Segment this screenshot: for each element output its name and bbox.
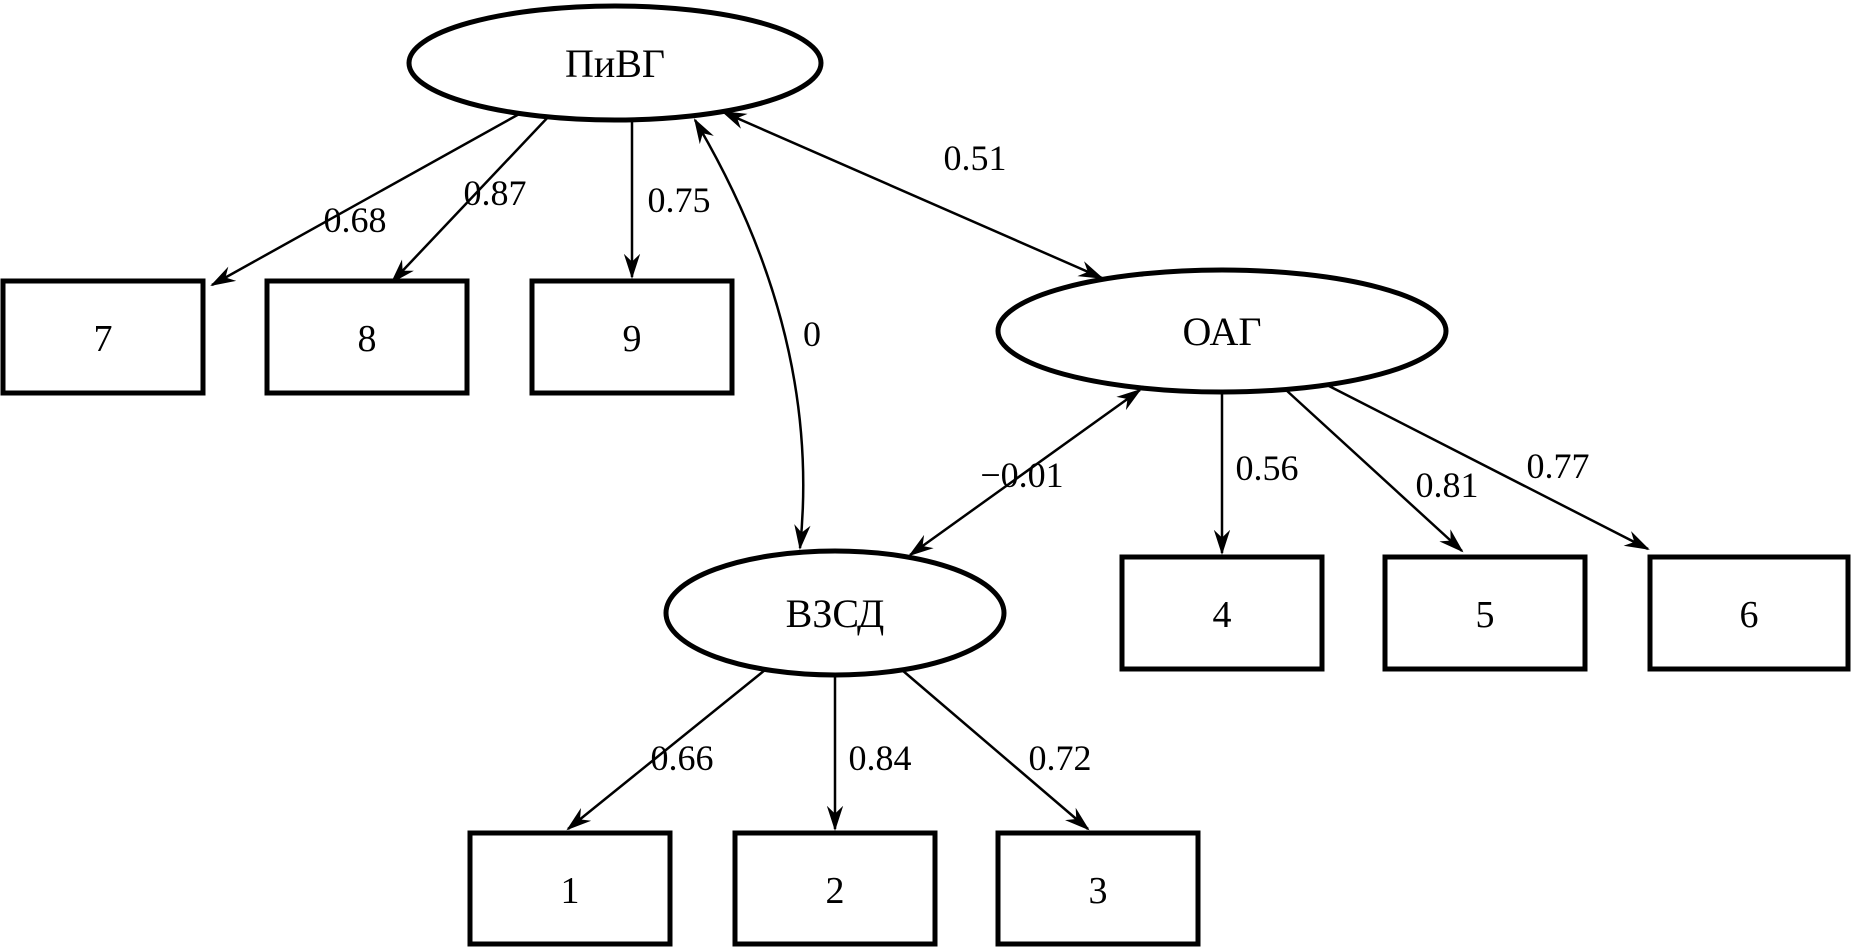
- observed-node-4: 4: [1119, 554, 1325, 672]
- edge-pivg-vzsd: [693, 118, 811, 551]
- edge-oag-6: [1326, 383, 1650, 551]
- latent-node-oag: ОАГ: [995, 267, 1449, 395]
- latent-label-pivg: ПиВГ: [565, 41, 665, 86]
- observed-node-1: 1: [467, 830, 673, 947]
- edge-pivg-oag: [721, 110, 1104, 280]
- latent-node-pivg: ПиВГ: [406, 3, 824, 123]
- observed-rect-6: [1647, 554, 1851, 672]
- edge-oag-5: [1285, 389, 1464, 553]
- latent-ellipse-pivg: [406, 3, 824, 123]
- observed-rect-9: [529, 278, 735, 396]
- observed-label-3: 3: [1089, 870, 1108, 912]
- observed-label-8: 8: [358, 318, 377, 360]
- observed-rect-4: [1119, 554, 1325, 672]
- observed-label-2: 2: [826, 870, 845, 912]
- edge-label-vzsd-3: 0.72: [1029, 738, 1092, 778]
- observed-label-9: 9: [623, 318, 642, 360]
- latent-ellipse-vzsd: [663, 548, 1007, 678]
- edge-label-pivg-oag: 0.51: [944, 138, 1007, 178]
- observed-rect-1: [467, 830, 673, 947]
- observed-node-3: 3: [995, 830, 1201, 947]
- edge-label-oag-vzsd: −0.01: [980, 455, 1063, 495]
- edge-vzsd-3: [901, 669, 1090, 831]
- observed-label-4: 4: [1213, 594, 1232, 636]
- edge-pivg-7: [210, 111, 522, 287]
- observed-node-8: 8: [264, 278, 470, 396]
- observed-label-1: 1: [561, 870, 580, 912]
- observed-node-9: 9: [529, 278, 735, 396]
- observed-label-7: 7: [94, 318, 113, 360]
- edge-oag-vzsd: [908, 388, 1142, 557]
- observed-node-6: 6: [1647, 554, 1851, 672]
- latent-label-oag: ОАГ: [1183, 309, 1262, 354]
- latent-label-vzsd: ВЗСД: [786, 591, 885, 636]
- edge-label-pivg-9: 0.75: [648, 180, 711, 220]
- observed-rect-8: [264, 278, 470, 396]
- edge-label-pivg-vzsd: 0: [803, 314, 821, 354]
- observed-label-6: 6: [1740, 594, 1759, 636]
- edge-label-oag-5: 0.81: [1416, 465, 1479, 505]
- edge-label-oag-6: 0.77: [1527, 446, 1590, 486]
- observed-rect-3: [995, 830, 1201, 947]
- observed-rect-5: [1382, 554, 1588, 672]
- edge-label-pivg-8: 0.87: [464, 173, 527, 213]
- edge-vzsd-1: [566, 669, 766, 831]
- observed-node-5: 5: [1382, 554, 1588, 672]
- edges: 0.68 0.87 0.75 0.51 0 −0.01 0.56 0.81: [210, 110, 1650, 832]
- edge-label-pivg-7: 0.68: [324, 200, 387, 240]
- observed-node-2: 2: [732, 830, 938, 947]
- observed-node-7: 7: [0, 278, 206, 396]
- edge-label-oag-4: 0.56: [1236, 448, 1299, 488]
- observed-rect-2: [732, 830, 938, 947]
- latent-ellipse-oag: [995, 267, 1449, 395]
- observed-rect-7: [0, 278, 206, 396]
- edge-label-vzsd-2: 0.84: [849, 738, 912, 778]
- edge-label-vzsd-1: 0.66: [651, 738, 714, 778]
- edge-pivg-8: [390, 114, 551, 284]
- observed-label-5: 5: [1476, 594, 1495, 636]
- latent-node-vzsd: ВЗСД: [663, 548, 1007, 678]
